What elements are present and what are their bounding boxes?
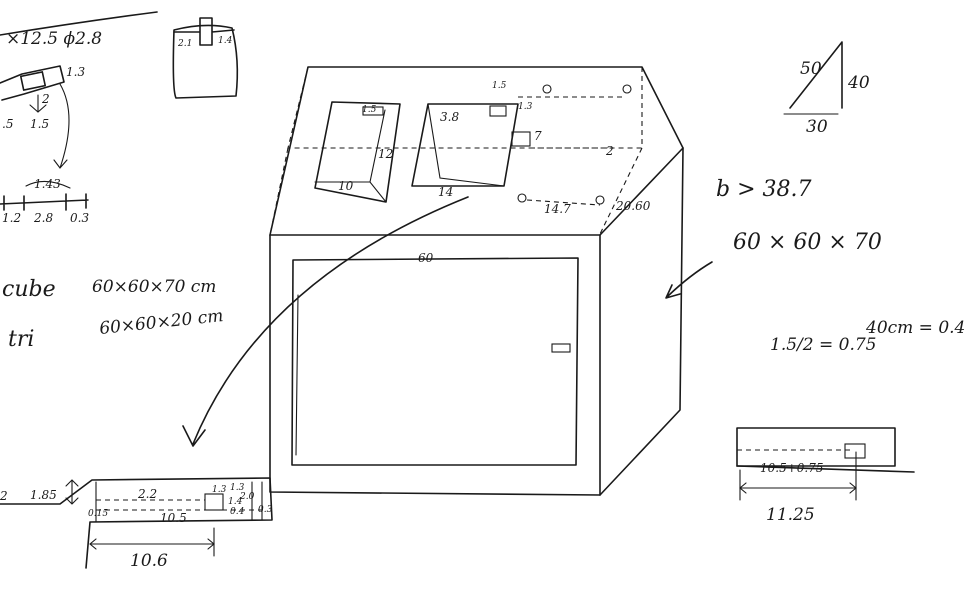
cube-top-60: 60 — [418, 251, 434, 265]
section-1-3b: 1.3 — [230, 483, 245, 493]
section-0-15: 0.15 — [88, 509, 108, 519]
box-total: 11.25 — [766, 505, 815, 525]
section-2-2: 2.2 — [137, 487, 157, 501]
cube-side-face — [599, 147, 684, 496]
ruler-0-3: 0.3 — [70, 211, 89, 225]
top-left-formula: ×12.5 ϕ2.8 — [6, 29, 102, 49]
roof-outline — [269, 66, 684, 236]
roof-pin-1 — [542, 84, 552, 94]
section-width-dim — [89, 527, 215, 557]
section-0-4: 0.4 — [230, 507, 245, 517]
right-opening-tab — [489, 105, 507, 117]
roof-mid-2: 2 — [605, 144, 614, 158]
section-latch — [204, 493, 224, 511]
box-dim-line — [739, 451, 857, 501]
roof-pin-4 — [595, 195, 605, 205]
sq-5: .5 — [2, 117, 13, 131]
left-opening-inner — [314, 109, 387, 203]
sq-brace — [25, 180, 71, 189]
triangle-50: 50 — [800, 59, 822, 79]
roof-14-7: 14.7 — [544, 202, 571, 216]
section-0-3: 0.3 — [258, 505, 273, 515]
b-formula: b > 38.7 — [716, 177, 812, 202]
door-hinge-line — [295, 294, 299, 456]
door-handle — [551, 343, 571, 353]
box-inner: 10.5+0.75 — [760, 461, 824, 475]
roof-left-10: 10 — [338, 179, 354, 193]
cup-1-4: 1.4 — [218, 36, 233, 46]
cube-front-face — [269, 234, 601, 496]
roof-left-12: 12 — [378, 147, 393, 161]
section-1-85: 1.85 — [30, 488, 57, 502]
roof-left-1-5: 1.5 — [362, 105, 377, 115]
roof-right-14: 14 — [438, 185, 453, 199]
right-box — [736, 427, 896, 467]
long-curve-arrow — [182, 196, 469, 447]
section-10-5: 10.5 — [160, 511, 187, 525]
sq-down-arrow — [29, 94, 47, 113]
roof-dim-dashes — [518, 96, 625, 206]
right-dims: 60 × 60 × 70 — [733, 230, 882, 255]
roof-right-1-3: 1.3 — [518, 102, 533, 112]
sq-curve-arrow — [53, 83, 70, 169]
section-1-3a: 1.3 — [212, 485, 227, 495]
section-outline — [0, 477, 273, 569]
sq-1-43: 1.43 — [34, 177, 61, 191]
left-opening-tab — [362, 106, 384, 116]
section-height-arrow — [65, 479, 79, 505]
cup-handle — [173, 17, 235, 46]
ruler-line — [0, 193, 89, 211]
calc-right: 40cm = 0.4 — [865, 318, 965, 338]
right-opening-inner — [427, 103, 505, 187]
roof-pin-2 — [622, 84, 632, 94]
triangle-30: 30 — [806, 117, 828, 137]
cup-outline — [172, 24, 239, 99]
right-box-latch — [844, 443, 866, 459]
section-dashes — [96, 499, 265, 511]
section-2-0: 2.0 — [239, 492, 255, 502]
roof-right-3-8: 3.8 — [440, 110, 459, 124]
ruler-2-8: 2.8 — [33, 211, 53, 225]
section-10-6: 10.6 — [130, 551, 168, 571]
section-verticals — [95, 481, 263, 523]
cube-dims: 60×60×70 cm — [92, 277, 216, 297]
tri-dims: 60×60×20 cm — [98, 306, 224, 339]
section-2: 2 — [0, 489, 8, 503]
cube-label: cube — [2, 277, 56, 302]
cube-door — [291, 257, 579, 466]
right-opening-latch — [511, 131, 531, 147]
section-1-4: 1.4 — [228, 497, 243, 507]
right-box-floor — [736, 465, 915, 473]
side-arrow — [665, 261, 713, 299]
sq-1-5: 1.5 — [30, 117, 49, 131]
calc-left: 1.5/2 = 0.75 — [770, 335, 876, 355]
roof-right-1-5: 1.5 — [492, 81, 507, 91]
tri-label: tri — [8, 327, 34, 352]
cup-2-1: 2.1 — [177, 39, 192, 49]
ruler-1-2: 1.2 — [2, 211, 21, 225]
triangle-40: 40 — [847, 73, 870, 93]
roof-hidden-lines — [287, 66, 643, 235]
roof-right-7: 7 — [534, 129, 542, 143]
sq-2: 2 — [41, 92, 50, 106]
sq-1-3: 1.3 — [66, 65, 85, 79]
top-left-underline — [0, 11, 158, 36]
roof-pin-3 — [517, 193, 527, 203]
triangle-sketch — [789, 41, 843, 109]
small-square — [19, 71, 47, 91]
square-bar — [0, 65, 65, 101]
roof-hidden-left — [269, 147, 289, 236]
